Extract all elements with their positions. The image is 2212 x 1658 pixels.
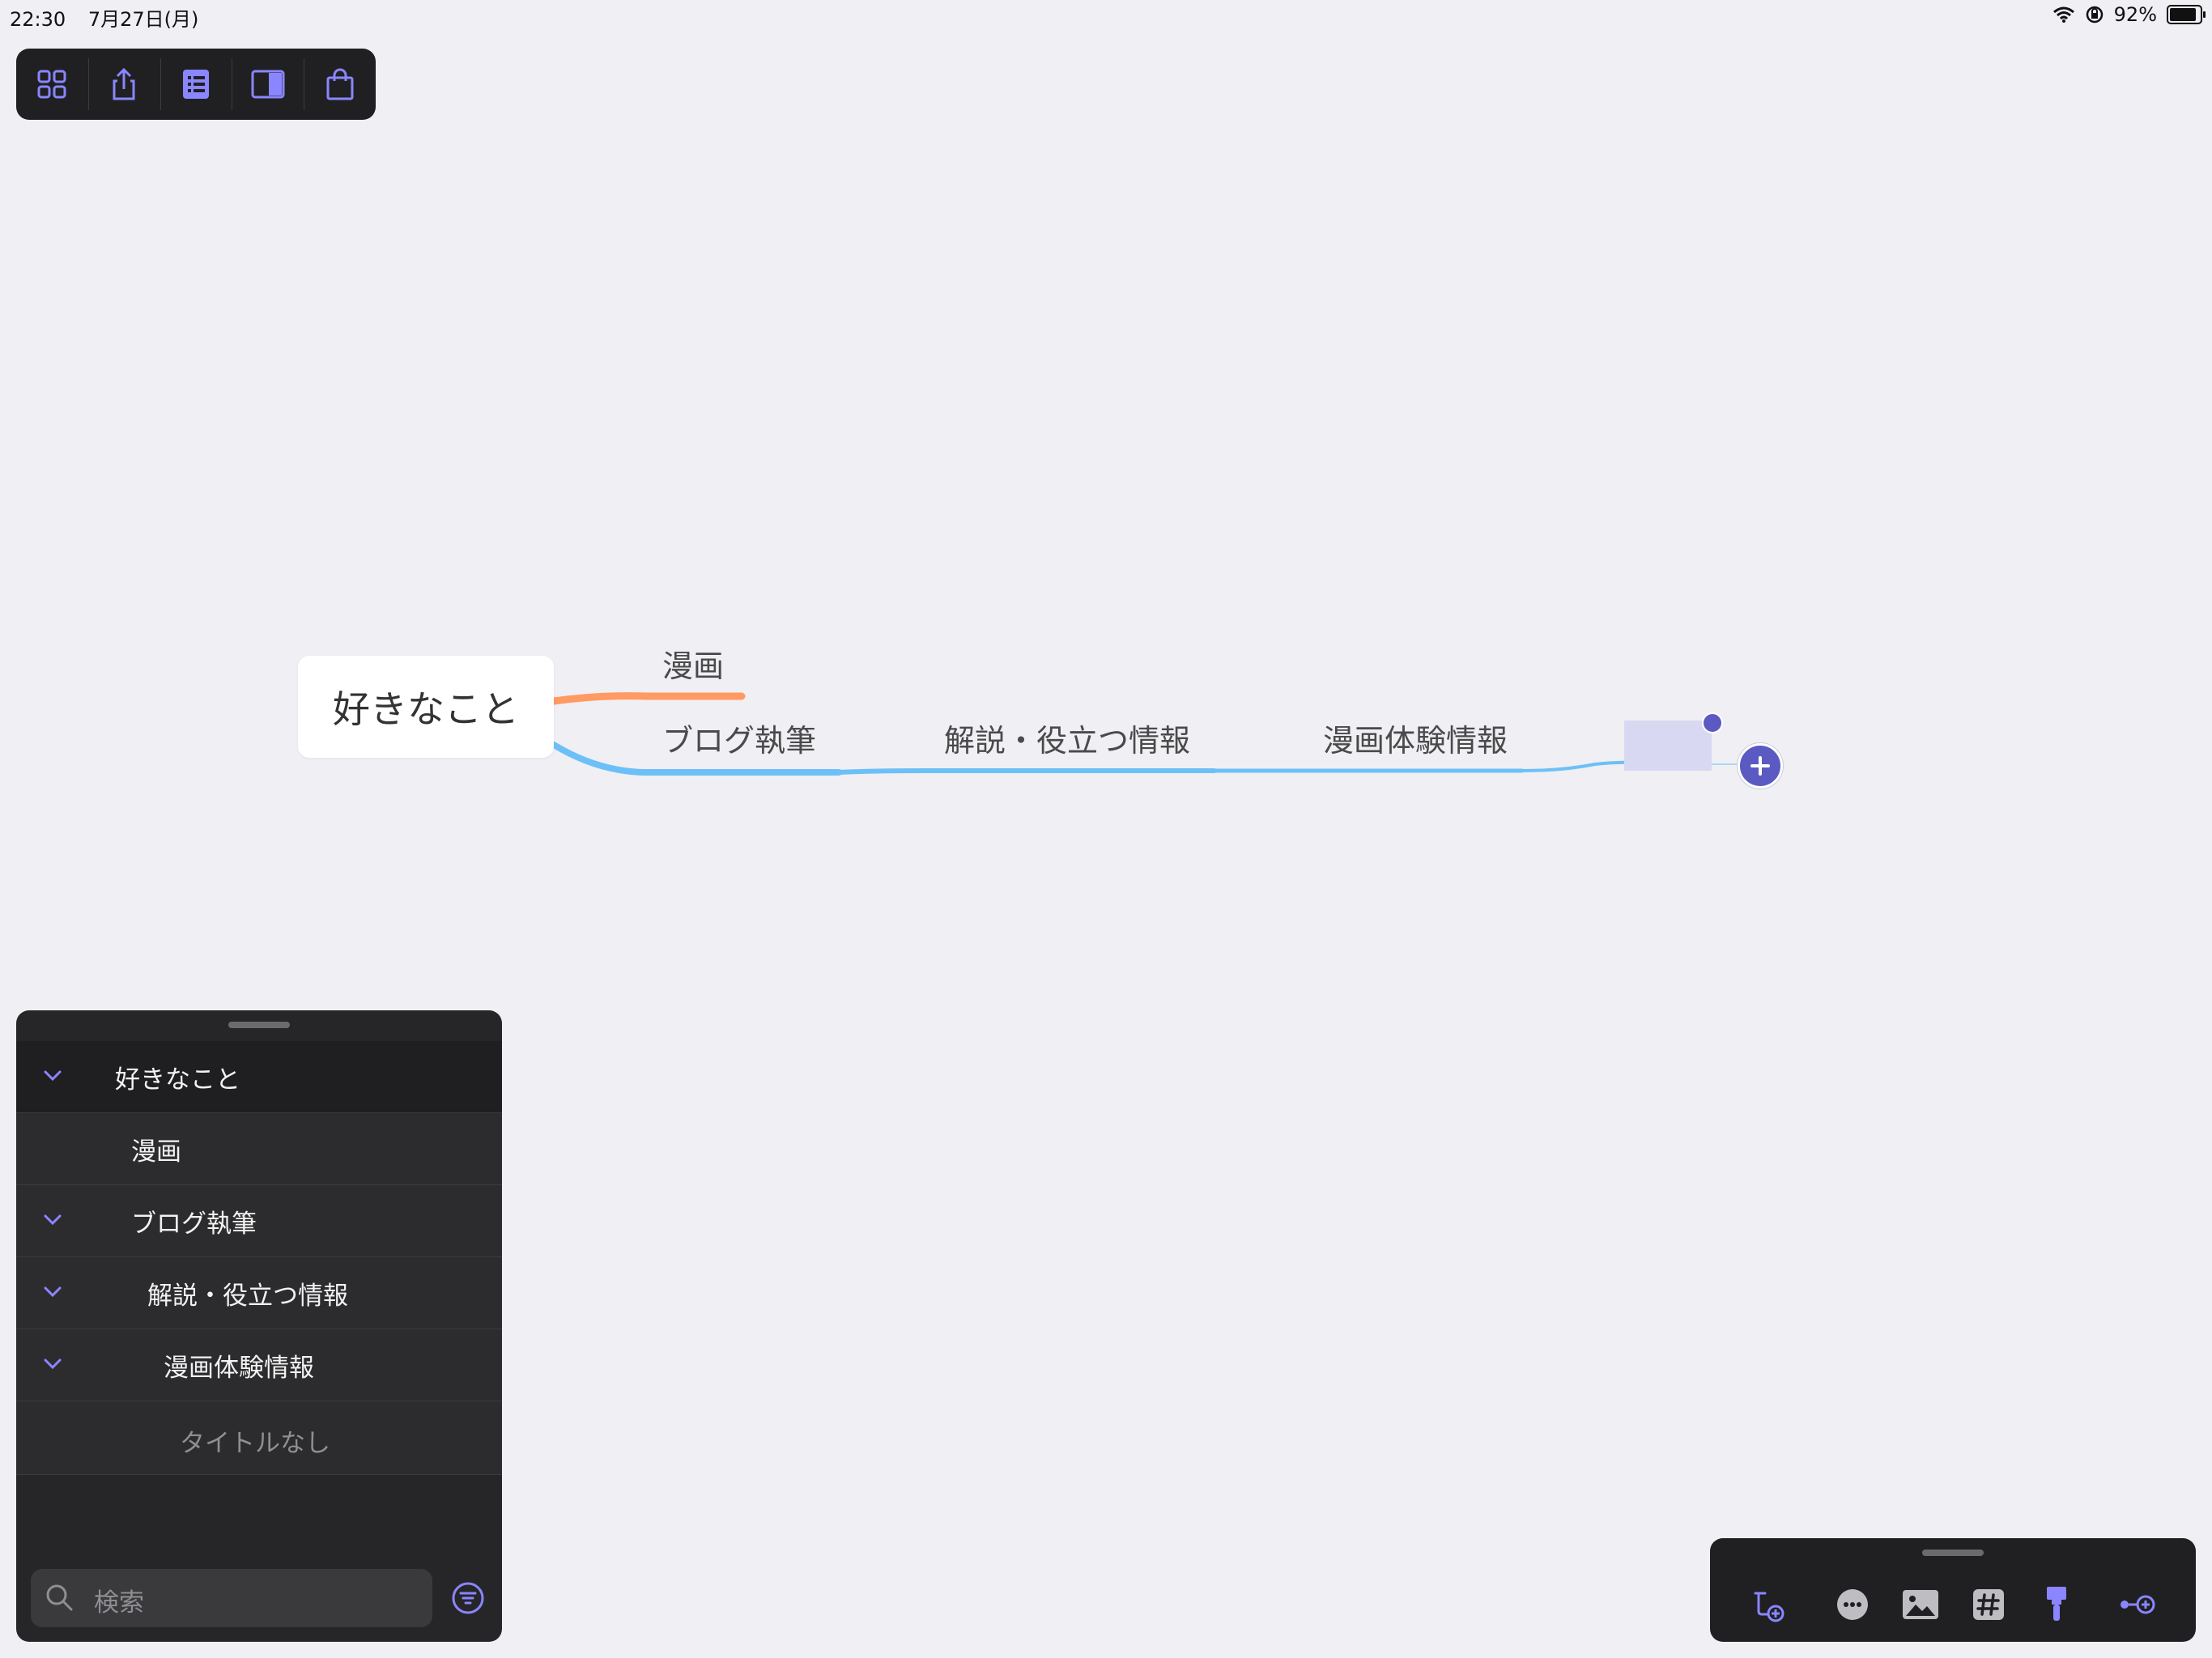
relationship-button[interactable] <box>2115 1582 2160 1627</box>
branch-line-kaisetsu <box>836 768 1217 775</box>
search-placeholder: 検索 <box>94 1588 144 1618</box>
root-node-label: 好きなこと <box>333 687 519 731</box>
outline-list-icon <box>182 70 209 99</box>
branch-line-manga <box>550 692 746 705</box>
filter-icon[interactable] <box>450 1580 486 1616</box>
panel-grabber[interactable] <box>228 1022 290 1028</box>
top-toolbar <box>16 49 376 120</box>
outline-row[interactable]: 好きなこと <box>16 1041 502 1113</box>
plus-icon <box>1750 756 1770 776</box>
insert-image-button[interactable] <box>1898 1582 1943 1627</box>
outline-panel: 好きなこと 漫画 ブログ執筆 解説・役立つ情報 漫画体験情報 タイトルなし <box>16 1010 502 1642</box>
inspector-button[interactable] <box>232 49 304 120</box>
node-kaisetsu[interactable]: 解説・役立つ情報 <box>944 723 1191 759</box>
selected-untitled-node[interactable] <box>1624 721 1712 771</box>
root-node[interactable]: 好きなこと <box>298 656 554 758</box>
more-icon <box>1837 1589 1868 1620</box>
outline-row-label: 好きなこと <box>115 1065 240 1095</box>
search-icon <box>46 1584 73 1611</box>
share-button[interactable] <box>87 49 160 120</box>
image-icon <box>1903 1590 1938 1619</box>
battery-icon <box>2167 5 2206 24</box>
status-bar: 22:30 7月27日(月) 92% <box>0 0 2212 32</box>
outline-row[interactable]: タイトルなし <box>16 1401 502 1475</box>
battery-percent: 92% <box>2113 3 2157 26</box>
outline-row-label: ブログ執筆 <box>131 1209 257 1239</box>
add-child-button[interactable] <box>1746 1582 1791 1627</box>
outline-row-label: 漫画 <box>131 1137 181 1167</box>
node-blog[interactable]: ブログ執筆 <box>662 723 817 759</box>
outline-row[interactable]: 漫画体験情報 <box>16 1329 502 1401</box>
shopping-bag-icon <box>326 68 354 100</box>
add-child-icon <box>1754 1592 1784 1622</box>
more-button[interactable] <box>1830 1582 1875 1627</box>
share-icon <box>113 67 135 100</box>
outline-rows: 好きなこと 漫画 ブログ執筆 解説・役立つ情報 漫画体験情報 タイトルなし <box>16 1041 502 1475</box>
format-brush-icon <box>2047 1587 2066 1621</box>
status-time: 22:30 <box>10 8 66 31</box>
bottom-toolbar <box>1710 1538 2196 1642</box>
drag-handle[interactable] <box>1702 712 1723 733</box>
outline-row-label: タイトルなし <box>180 1429 330 1458</box>
node-manga-taiken[interactable]: 漫画体験情報 <box>1323 723 1508 759</box>
wifi-icon <box>2052 6 2074 23</box>
chevron-down-icon[interactable] <box>40 1280 65 1304</box>
relationship-icon <box>2121 1595 2155 1614</box>
status-date: 7月27日(月) <box>87 8 199 31</box>
branch-line-blog <box>551 742 842 776</box>
outline-row-label: 解説・役立つ情報 <box>147 1282 348 1311</box>
insert-tag-button[interactable] <box>1966 1582 2011 1627</box>
sidebar-icon <box>251 70 285 99</box>
grid-icon <box>37 70 66 99</box>
chevron-down-icon[interactable] <box>40 1208 65 1232</box>
outline-row[interactable]: ブログ執筆 <box>16 1185 502 1257</box>
outline-row-label: 漫画体験情報 <box>164 1354 314 1383</box>
documents-button[interactable] <box>16 49 88 120</box>
chevron-down-icon[interactable] <box>40 1064 65 1088</box>
outline-button[interactable] <box>160 49 232 120</box>
outline-row[interactable]: 解説・役立つ情報 <box>16 1257 502 1329</box>
format-button[interactable] <box>2034 1582 2079 1627</box>
search-field[interactable]: 検索 <box>31 1569 432 1627</box>
chevron-down-icon[interactable] <box>40 1352 65 1376</box>
add-node-button[interactable] <box>1738 743 1783 789</box>
orientation-lock-icon <box>2086 6 2103 23</box>
store-button[interactable] <box>304 49 376 120</box>
toolbar-grabber[interactable] <box>1922 1550 1984 1556</box>
node-manga[interactable]: 漫画 <box>662 648 725 684</box>
tag-icon <box>1973 1589 2004 1620</box>
outline-row[interactable]: 漫画 <box>16 1113 502 1185</box>
